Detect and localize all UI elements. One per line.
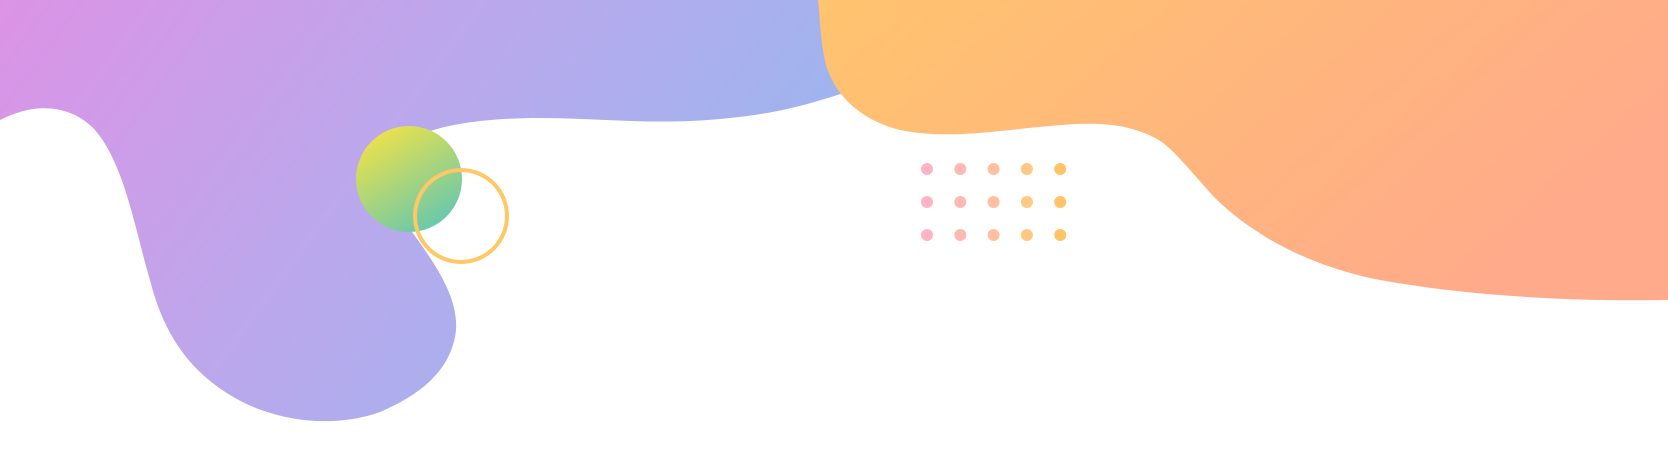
dot (1054, 229, 1067, 241)
dot (1020, 229, 1033, 241)
dot (1054, 196, 1067, 208)
orange-blob-shape (818, 0, 1668, 301)
dot (921, 163, 933, 175)
dot (1020, 196, 1033, 208)
dot (921, 196, 933, 208)
dot-grid (921, 163, 1067, 241)
purple-blob-shape (0, 0, 880, 422)
dot (987, 229, 1000, 241)
dot (954, 163, 967, 175)
dot (1054, 163, 1067, 175)
dot (954, 229, 967, 241)
dot (954, 196, 967, 208)
dot (1020, 163, 1033, 175)
dot (987, 163, 1000, 175)
orange-ring (413, 168, 509, 264)
dot (921, 229, 933, 241)
gradient-circle (356, 126, 462, 232)
dot (987, 196, 1000, 208)
